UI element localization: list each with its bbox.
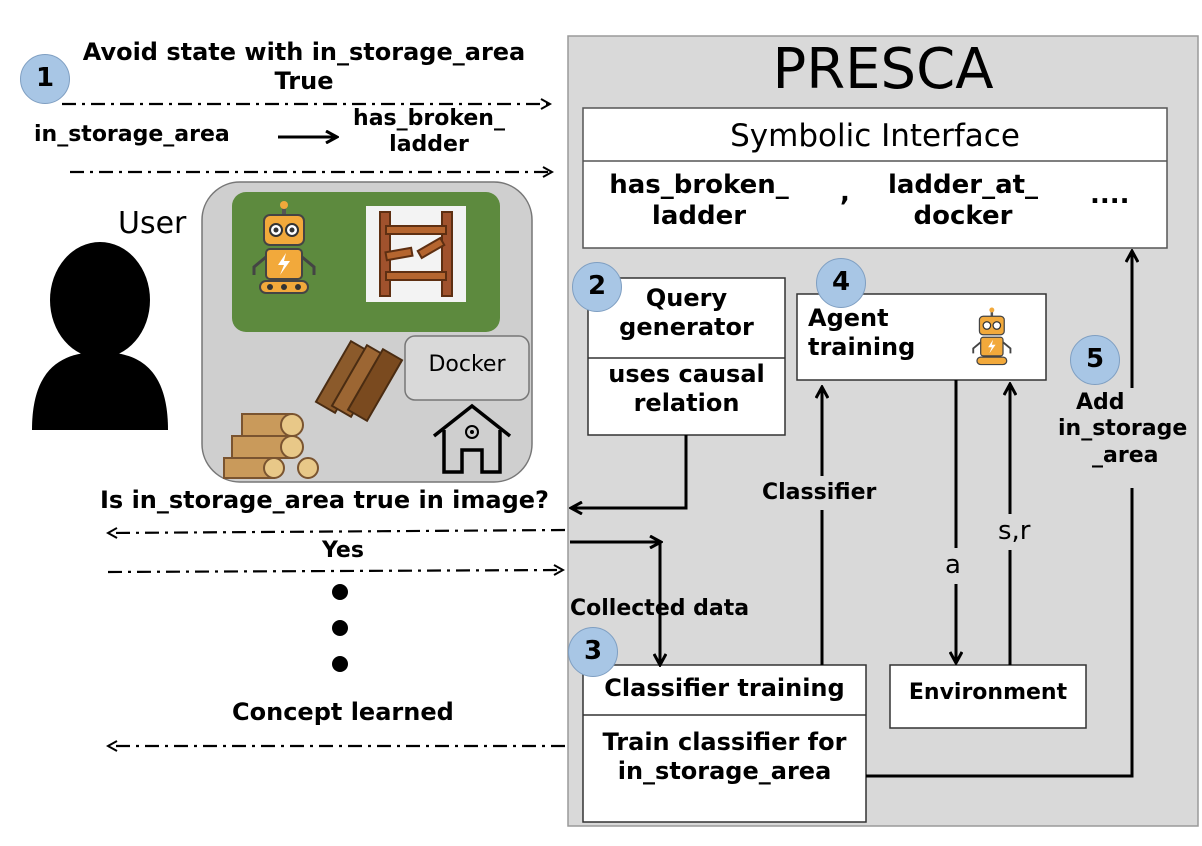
classifier-training-title: Classifier training [604,674,845,702]
query-generator-box [587,277,786,436]
progress-dot [332,656,348,672]
symbol-has-broken-ladder: has_broken_ ladder [594,170,804,232]
progress-dot [332,584,348,600]
step-3-badge: 3 [568,627,618,677]
docker-box [404,335,530,401]
symbol-ladder-at-docker-line1: ladder_at_ [887,170,1039,200]
avoid-state-line2: True [274,66,334,95]
arrow-query-out [572,435,688,508]
step-5-badge: 5 [1070,335,1120,385]
classifier-training-body-line1: Train classifier for [602,728,847,756]
planks-icon [314,339,404,423]
logs-icon [223,413,319,479]
user-avatar-icon [32,242,168,430]
presca-title: PRESCA [772,37,994,102]
symbol-separator: , [840,178,850,208]
docker-label: Docker [428,352,506,377]
house-icon [432,403,512,474]
classifier-training-box [582,664,867,823]
collected-data-label: Collected data [570,596,750,621]
avoid-state-line1: Avoid state with in_storage_area [82,38,526,66]
add-concept-line2: in_storage [1058,416,1188,442]
relation-to-line1: has_broken_ [353,106,505,131]
query-message: Is in_storage_area true in image? [100,486,549,514]
query-generator-body-line2: relation [633,388,740,417]
concept-learned-message: Concept learned [232,698,454,726]
agent-training-box [796,293,1047,381]
robot-icon [252,201,316,294]
environment-box [889,664,1087,729]
agent-training-label: Agent training [808,304,915,362]
symbol-ladder-at-docker: ladder_at_ docker [868,170,1058,232]
agent-training-line2: training [808,332,916,361]
step-4-badge: 4 [816,258,866,308]
agent-training-line1: Agent [808,304,889,332]
query-generator-body: uses causal relation [588,360,785,418]
arrow-query-to-user [108,530,566,533]
relation-to-label: has_broken_ ladder [344,106,514,159]
add-concept-line1: Add [1076,390,1125,415]
symbolic-interface-title: Symbolic Interface [730,118,1020,154]
query-generator-title-line2: generator [619,312,754,341]
relation-from-label: in_storage_area [34,122,230,147]
state-reward-label-mask [996,514,1046,550]
step-2-badge: 2 [572,262,622,312]
action-label-mask [942,548,970,584]
relation-to-line2: ladder [389,132,469,158]
avoid-state-message: Avoid state with in_storage_area True [60,38,548,96]
classifier-label: Classifier [762,480,877,505]
action-label: a [945,550,961,580]
environment-label: Environment [908,680,1068,705]
step-1-badge: 1 [20,54,70,104]
user-label: User [118,206,187,241]
classifier-training-body-line2: in_storage_area [617,756,832,785]
agent-robot-icon [972,307,1012,366]
yes-message: Yes [322,538,364,563]
query-generator-title-line1: Query [645,284,728,312]
query-generator-title: Query generator [588,284,785,342]
query-generator-body-line1: uses causal [608,360,765,388]
symbol-ladder-at-docker-line2: docker [913,201,1013,232]
symbol-has-broken-ladder-line2: ladder [651,201,747,232]
arrow-yes-to-presca [107,570,563,572]
add-label-mask [1058,388,1178,488]
broken-ladder-icon [366,206,466,302]
symbol-has-broken-ladder-line1: has_broken_ [609,170,789,200]
symbolic-interface-box [582,107,1168,249]
classifier-training-body: Train classifier for in_storage_area [583,728,866,786]
add-concept-line3: _area [1092,442,1159,468]
classifier-label-mask [758,476,886,510]
progress-dot [332,620,348,636]
state-reward-label: s,r [998,516,1031,546]
add-concept-label: Add in_storage _area [1058,390,1188,469]
symbol-ellipsis: .... [1090,180,1130,210]
